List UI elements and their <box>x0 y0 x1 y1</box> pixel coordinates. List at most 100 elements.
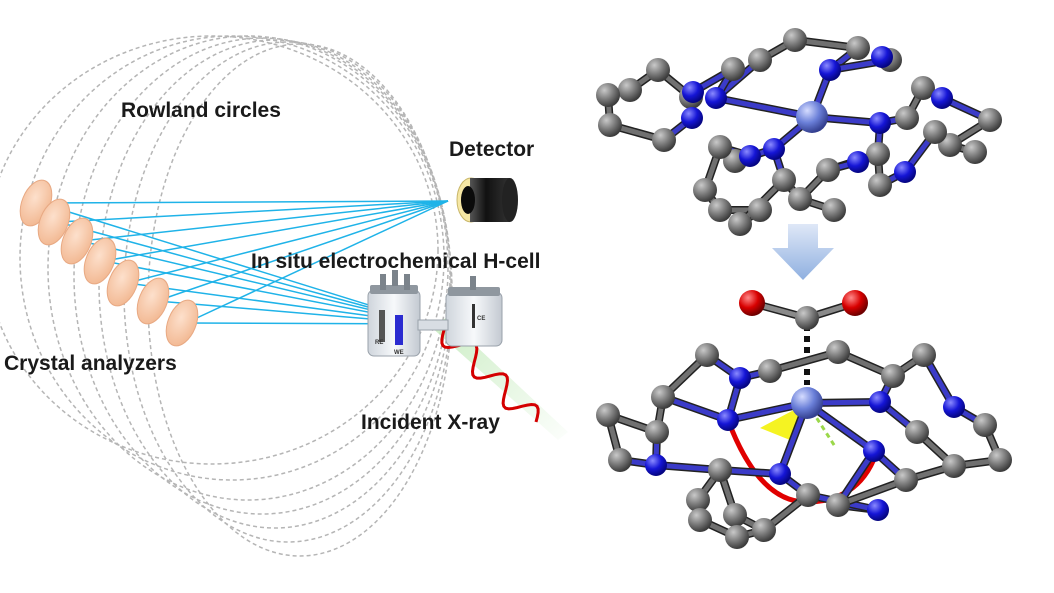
top-atom-C-17 <box>646 58 670 82</box>
crystal-analyzer-5 <box>106 259 140 307</box>
bottom-atom-C-11 <box>758 359 782 383</box>
top-atom-N-5 <box>705 87 727 109</box>
rowland-circle-3 <box>73 37 451 515</box>
top-atom-C-39 <box>728 212 752 236</box>
rowland-circle-7 <box>0 35 439 465</box>
bottom-atom-C-15 <box>645 420 669 444</box>
beam-to-detector-7 <box>185 200 449 324</box>
bottom-atom-C-22 <box>796 483 820 507</box>
co2-atom-O-2 <box>842 290 868 316</box>
hcell-ce-post <box>470 276 476 290</box>
top-atom-C-20 <box>822 198 846 222</box>
molecule-co2-bound-bottom <box>596 290 1012 549</box>
top-atom-C-13 <box>693 178 717 202</box>
bottom-atom-C-30 <box>688 508 712 532</box>
co2-atom-O-1 <box>739 290 765 316</box>
top-atom-C-37 <box>652 128 676 152</box>
bottom-bond-40 <box>835 477 909 508</box>
bottom-atom-C-31 <box>725 525 749 549</box>
top-atom-C-14 <box>748 48 772 72</box>
hcell-ce-electrode <box>472 304 475 328</box>
bottom-atom-C-29 <box>912 343 936 367</box>
hcell-re-label: RE <box>375 340 383 346</box>
bottom-atom-M-1 <box>791 387 823 419</box>
top-atom-C-10 <box>772 168 796 192</box>
hcell-we-label: WE <box>394 350 404 356</box>
co2-atom-C <box>795 306 819 330</box>
bottom-atom-C-25 <box>942 454 966 478</box>
bottom-atom-C-12 <box>826 340 850 364</box>
bottom-atom-N-8 <box>645 454 667 476</box>
top-atom-N-34 <box>847 151 869 173</box>
top-atom-C-8 <box>895 106 919 130</box>
beam-from-sample-1 <box>39 202 431 325</box>
top-atom-N-35 <box>681 107 703 129</box>
top-atom-C-27 <box>978 108 1002 132</box>
hcell-electrode-post-2 <box>392 270 398 286</box>
hcell-left-cap <box>370 285 418 294</box>
bottom-atom-C-20 <box>723 503 747 527</box>
bottom-atom-C-13 <box>881 364 905 388</box>
top-atom-C-21 <box>788 187 812 211</box>
top-atom-C-15 <box>721 57 745 81</box>
top-atom-C-19 <box>866 142 890 166</box>
crystal-analyzers <box>19 179 199 347</box>
beam-to-detector-6 <box>156 200 449 302</box>
crystal-analyzer-6 <box>136 277 170 325</box>
top-atom-C-29 <box>618 78 642 102</box>
down-arrow-shape <box>772 224 834 280</box>
top-atom-C-7 <box>846 36 870 60</box>
bottom-atom-C-21 <box>752 518 776 542</box>
bottom-atom-C-17 <box>608 448 632 472</box>
label-crystal-analyzers: Crystal analyzers <box>4 352 177 375</box>
bottom-atom-C-14 <box>651 385 675 409</box>
bottom-atom-N-9 <box>867 499 889 521</box>
hcell-electrode-post-1 <box>380 274 386 290</box>
bottom-atom-C-19 <box>686 488 710 512</box>
bottom-atom-C-28 <box>905 420 929 444</box>
crystal-analyzer-3 <box>60 217 94 265</box>
bottom-atom-N-7 <box>943 396 965 418</box>
bottom-atom-N-2 <box>717 409 739 431</box>
top-atom-C-32 <box>596 83 620 107</box>
top-atom-C-31 <box>963 140 987 164</box>
h-cell-icon: RE WE CE <box>367 270 503 357</box>
detector-back <box>502 178 518 222</box>
label-incident-xray: Incident X-ray <box>361 411 500 434</box>
hcell-we-electrode <box>395 315 403 345</box>
label-detector: Detector <box>449 138 535 161</box>
label-h-cell: In situ electrochemical H-cell <box>251 250 541 273</box>
bottom-atom-C-16 <box>596 403 620 427</box>
bottom-atom-C-26 <box>988 448 1012 472</box>
bottom-atom-C-23 <box>826 493 850 517</box>
top-atom-N-4 <box>763 138 785 160</box>
rowland-circle-2 <box>47 35 449 501</box>
hcell-right-cap <box>448 287 500 296</box>
beam-to-detector-4 <box>103 200 449 262</box>
beam-to-detector-2 <box>57 200 449 223</box>
crystal-analyzer-7 <box>165 299 199 347</box>
bottom-atom-C-18 <box>708 458 732 482</box>
detector-window <box>461 186 475 214</box>
top-atom-C-36 <box>923 120 947 144</box>
top-bond-4 <box>713 95 815 120</box>
hcell-left-chamber <box>367 289 421 357</box>
top-atom-C-18 <box>816 158 840 182</box>
hcell-ce-label: CE <box>477 316 485 322</box>
top-atom-N-23 <box>871 46 893 68</box>
bottom-atom-N-4 <box>769 463 791 485</box>
top-atom-M-1 <box>796 101 828 133</box>
top-atom-C-33 <box>598 113 622 137</box>
top-atom-C-28 <box>708 198 732 222</box>
down-arrow-icon <box>772 224 834 280</box>
label-rowland-circles: Rowland circles <box>121 99 281 122</box>
bottom-atom-C-24 <box>894 468 918 492</box>
beam-to-detector-1 <box>39 200 449 204</box>
bottom-atom-C-27 <box>973 413 997 437</box>
bottom-atom-N-6 <box>729 367 751 389</box>
top-atom-N-3 <box>869 112 891 134</box>
top-atom-N-24 <box>739 145 761 167</box>
detector-icon <box>456 177 518 223</box>
